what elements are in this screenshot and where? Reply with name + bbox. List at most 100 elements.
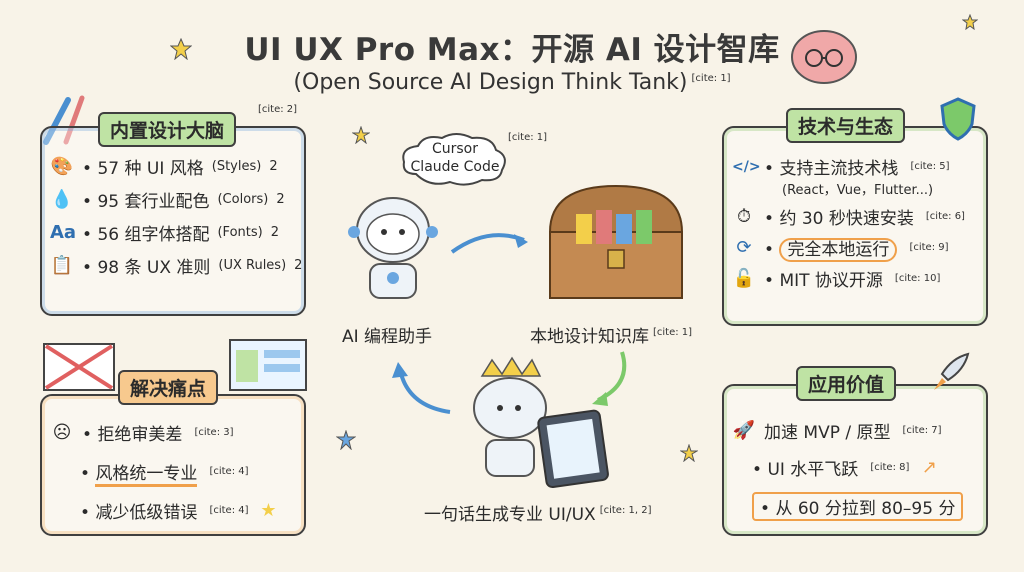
item-cite: [cite: 9] <box>909 242 949 253</box>
item-sub: (Colors) <box>217 192 269 207</box>
item-main: • 95 套行业配色 <box>82 192 210 212</box>
result-label: 一句话生成专业 UI/UX[cite: 1, 2] <box>424 500 651 525</box>
item-cite: [cite: 4] <box>209 505 249 516</box>
assistant-label: AI 编程助手 <box>342 327 433 347</box>
list-item: Aa • 56 组字体搭配 (Fonts)2 <box>50 220 302 246</box>
list-item: </> • 支持主流技术栈 [cite: 5] (React，Vue，Flutt… <box>732 154 965 199</box>
item-cite: [cite: 6] <box>925 211 965 222</box>
value-title: 应用价值 <box>796 366 897 401</box>
list-item: • UI 水平飞跃 [cite: 8] ↗ <box>752 455 963 481</box>
tech-ecosystem-title: 技术与生态 <box>786 108 906 143</box>
item-text: • 从 60 分拉到 80–95 分 <box>752 492 964 521</box>
tech-list: </> • 支持主流技术栈 [cite: 5] (React，Vue，Flutt… <box>732 154 965 292</box>
tools-cloud: Cursor Claude Code <box>396 140 514 176</box>
star-icon <box>680 444 698 462</box>
list-item: 💧 • 95 套行业配色 (Colors) 2 <box>50 187 302 213</box>
pain-points-list: ☹ • 拒绝审美差 [cite: 3] • 风格统一专业 [cite: 4] •… <box>50 420 281 524</box>
list-item: ☹ • 拒绝审美差 [cite: 3] <box>50 420 281 446</box>
checklist-icon: 📋 <box>50 254 74 276</box>
list-item: • 减少低级错误 [cite: 4] ★ <box>80 498 281 524</box>
treasure-chest-icon <box>548 184 684 299</box>
item-subtext: (React，Vue，Flutter...) <box>782 183 934 198</box>
tools-cite: [cite: 1] <box>508 132 548 143</box>
item-sup: 2 <box>270 225 279 240</box>
star-icon: ★ <box>260 499 277 521</box>
item-cite: [cite: 4] <box>209 466 249 477</box>
item-cite: [cite: 5] <box>910 161 950 172</box>
library-label-text: 本地设计知识库 <box>530 327 649 347</box>
item-sub: (Styles) <box>211 159 262 174</box>
item-sub: (Fonts) <box>217 225 263 240</box>
item-sup: 2 <box>294 258 303 273</box>
item-cite: [cite: 3] <box>194 427 234 438</box>
list-item: 🚀 加速 MVP / 原型 [cite: 7] <box>732 418 963 444</box>
flow-arrow-right <box>450 233 528 254</box>
star-icon <box>170 38 192 60</box>
refresh-icon: ⟳ <box>736 236 752 258</box>
design-brain-panel <box>40 126 306 316</box>
list-item: ⟳ • 完全本地运行 [cite: 9] <box>732 235 965 262</box>
library-cite: [cite: 1] <box>653 327 693 339</box>
item-sup: 2 <box>276 192 285 207</box>
flow-arrow-up <box>392 362 451 414</box>
item-text: 加速 MVP / 原型 <box>764 423 891 443</box>
item-main: • 57 种 UI 风格 <box>82 159 204 179</box>
item-main: • 98 条 UX 准则 <box>82 258 211 278</box>
page-title: UI UX Pro Max：开源 AI 设计智库 <box>244 32 780 68</box>
item-sup: 2 <box>269 159 278 174</box>
pain-points-title: 解决痛点 <box>118 370 219 405</box>
design-brain-cite: [cite: 2] <box>258 104 298 115</box>
list-item: 📋 • 98 条 UX 准则 (UX Rules) 2 <box>50 253 303 279</box>
item-text: • 支持主流技术栈 <box>764 159 899 179</box>
item-cite: [cite: 7] <box>902 425 942 436</box>
palette-icon: 🎨 <box>50 155 74 177</box>
value-panel <box>722 384 988 536</box>
item-text: • UI 水平飞跃 <box>752 460 859 480</box>
item-main: • 56 组字体搭配 <box>82 225 210 245</box>
page-subtitle: (Open Source AI Design Think Tank)[cite:… <box>0 70 1024 95</box>
library-label: 本地设计知识库 [cite: 1] <box>530 322 692 347</box>
rocket-icon: 🚀 <box>732 419 756 441</box>
good-ui-icon <box>229 339 307 391</box>
item-text: • MIT 协议开源 <box>764 271 883 291</box>
list-item: 🔓 • MIT 协议开源 [cite: 10] <box>732 266 965 292</box>
item-cite: [cite: 10] <box>894 273 941 284</box>
item-cite: [cite: 8] <box>870 462 910 473</box>
item-text: • 拒绝审美差 <box>82 425 183 445</box>
brain-icon <box>791 30 857 84</box>
item-text: • 完全本地运行 <box>764 235 898 262</box>
star-icon <box>352 126 370 144</box>
stopwatch-icon: ⏱ <box>736 205 752 227</box>
item-text: • 约 30 秒快速安装 <box>764 209 914 229</box>
tool-claude-code: Claude Code <box>410 159 500 175</box>
code-icon: </> <box>732 158 761 175</box>
result-cite: [cite: 1, 2] <box>599 505 652 517</box>
list-item: • 风格统一专业 [cite: 4] <box>80 459 281 487</box>
subtitle-text: (Open Source AI Design Think Tank) <box>293 70 688 95</box>
color-drops-icon: 💧 <box>50 188 74 210</box>
design-brain-title: 内置设计大脑 <box>98 112 237 147</box>
trend-up-arrow-icon: ↗ <box>921 456 937 478</box>
shield-icon <box>940 97 976 141</box>
star-icon <box>962 14 978 30</box>
tech-ecosystem-panel <box>722 126 988 326</box>
unlock-icon: 🔓 <box>732 267 756 289</box>
rocket-icon <box>934 352 970 390</box>
value-list: 🚀 加速 MVP / 原型 [cite: 7] • UI 水平飞跃 [cite:… <box>732 418 964 521</box>
item-text: • 减少低级错误 <box>80 503 198 523</box>
item-sub: (UX Rules) <box>218 258 287 273</box>
tool-cursor: Cursor <box>431 141 479 157</box>
flow-arrow-down <box>592 351 627 406</box>
list-item: ⏱ • 约 30 秒快速安装 [cite: 6] <box>732 204 965 230</box>
result-label-text: 一句话生成专业 UI/UX <box>424 505 596 525</box>
star-icon <box>336 430 356 450</box>
list-item: • 从 60 分拉到 80–95 分 <box>752 492 964 521</box>
subtitle-cite: [cite: 1] <box>691 72 731 84</box>
frown-face-icon: ☹ <box>52 421 72 443</box>
list-item: 🎨 • 57 种 UI 风格 (Styles) 2 <box>50 154 302 180</box>
item-text: • 风格统一专业 <box>80 459 198 487</box>
thought-cloud-icon <box>402 133 506 186</box>
pain-points-panel <box>40 394 306 536</box>
crossed-ui-icon <box>43 343 115 391</box>
robot-tablet-icon <box>473 356 609 489</box>
